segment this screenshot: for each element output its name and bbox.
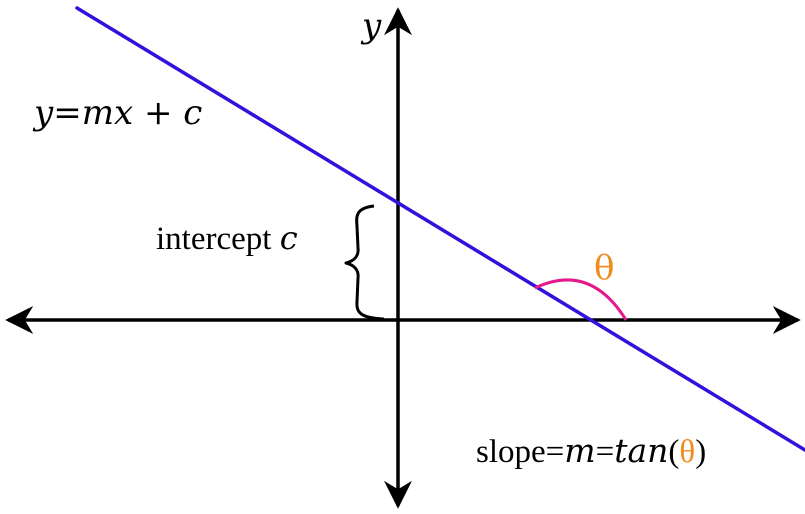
eq-mx: mx — [81, 93, 134, 133]
angle-theta-label: θ — [594, 251, 614, 285]
equation-label: y=mx + c — [34, 96, 202, 130]
eq-y: y — [34, 93, 54, 133]
slope-tan: tan — [614, 431, 669, 470]
intercept-label: intercept c — [156, 222, 298, 256]
intercept-text: intercept — [156, 221, 272, 257]
slope-m: m — [564, 431, 596, 470]
angle-theta-symbol: θ — [594, 248, 615, 288]
slope-open-paren: ( — [668, 434, 680, 470]
intercept-brace — [344, 204, 385, 321]
eq-plus: + — [143, 93, 173, 133]
slope-theta: θ — [679, 434, 696, 470]
slope-text: slope= — [476, 434, 565, 470]
slope-close-paren: ) — [695, 434, 707, 470]
slope-label: slope=m=tan(θ) — [476, 434, 706, 469]
angle-arc — [534, 278, 628, 321]
intercept-variable: c — [279, 219, 298, 257]
y-axis-label: y — [362, 6, 382, 46]
eq-equals: = — [53, 93, 82, 133]
regression-line — [75, 6, 805, 452]
eq-c: c — [183, 93, 203, 133]
slope-eq: = — [595, 434, 615, 470]
